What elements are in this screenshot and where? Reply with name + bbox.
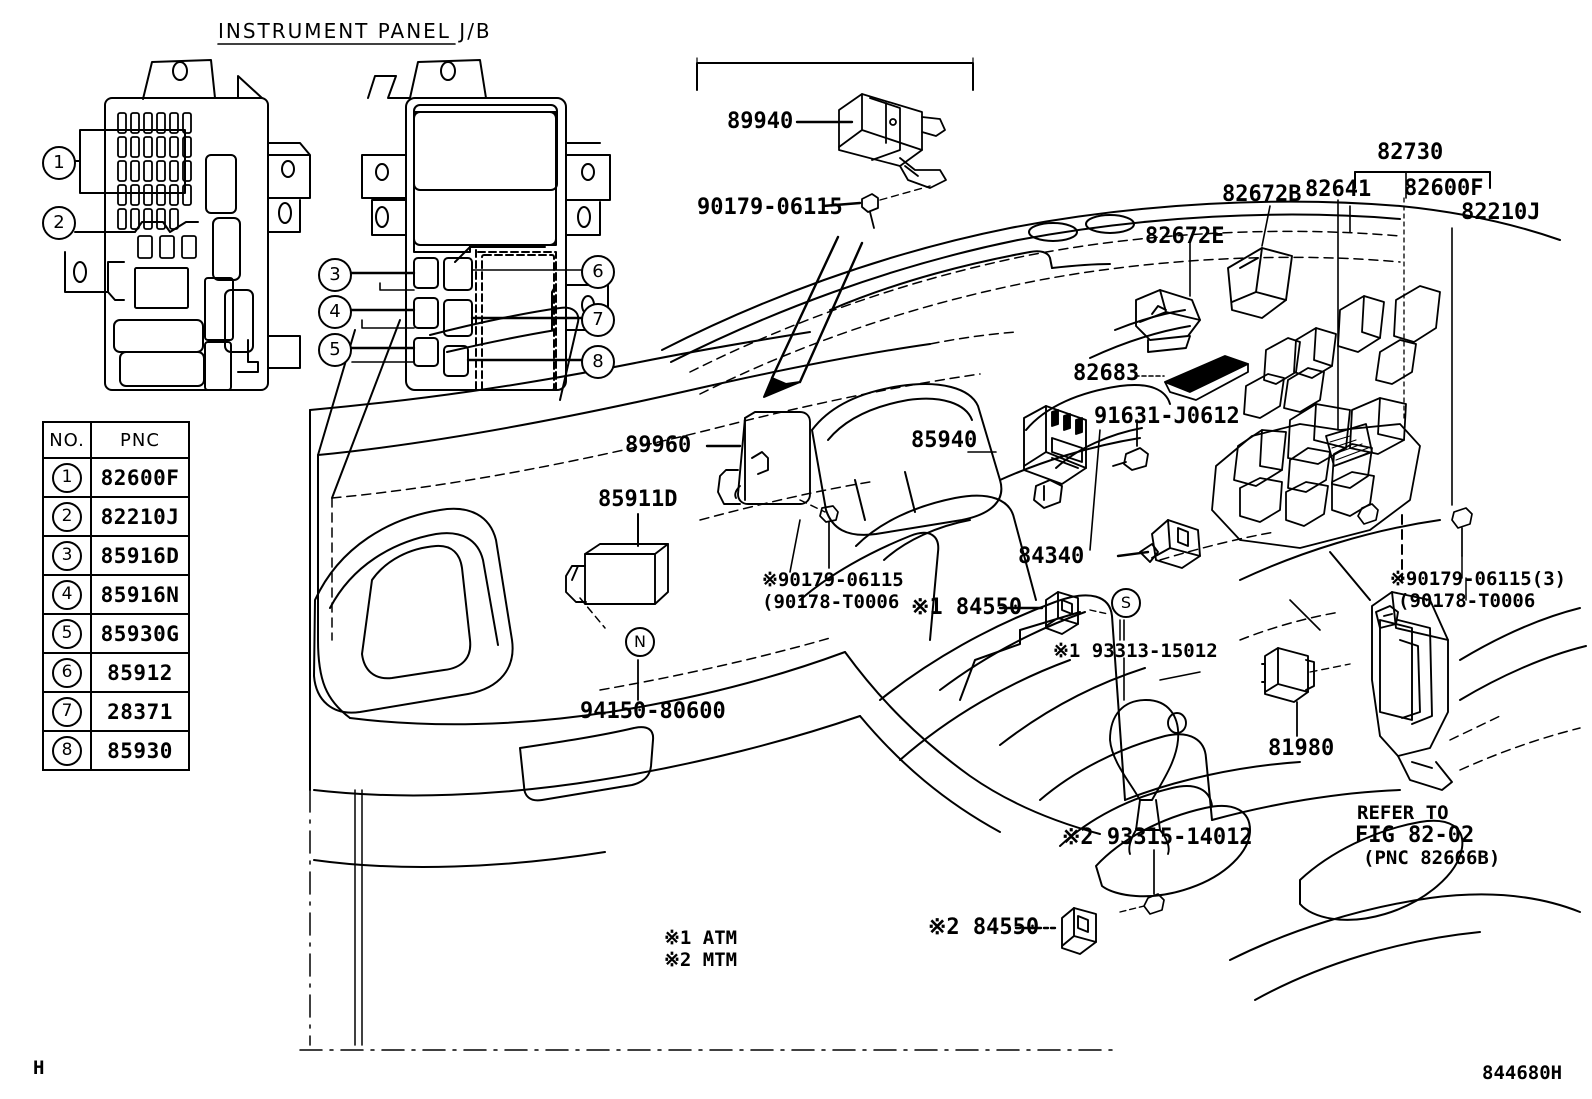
callout-bubble-2[interactable]: 2	[42, 206, 76, 240]
pnc-row-number-badge: 8	[52, 735, 82, 766]
callout-bubble-1[interactable]: 1	[42, 146, 76, 180]
part-label-82210J: 82210J	[1461, 200, 1541, 225]
section-title: INSTRUMENT PANEL J/B	[218, 19, 492, 43]
table-row: 4 85916N	[42, 574, 190, 615]
part-label-84550-mtm: ※2 84550	[928, 915, 1040, 940]
part-label-82600F: 82600F	[1404, 176, 1484, 201]
part-label-81980: 81980	[1268, 736, 1335, 761]
pnc-row-value: 85916D	[90, 535, 190, 576]
part-label-89960: 89960	[625, 433, 692, 458]
pnc-row-number-badge: 3	[52, 540, 82, 571]
part-label-82641: 82641	[1305, 177, 1372, 202]
table-row: 6 85912	[42, 652, 190, 693]
callout-bubble-3[interactable]: 3	[318, 258, 352, 292]
marker-circle-s: S	[1111, 588, 1141, 618]
pnc-row-value: 85916N	[90, 574, 190, 615]
part-label-82730: 82730	[1377, 140, 1444, 165]
callout-bubble-7[interactable]: 7	[581, 303, 615, 337]
pnc-row-no: 7	[42, 691, 92, 732]
part-label-94150-80600: 94150-80600	[580, 699, 726, 724]
pnc-row-number-badge: 2	[52, 501, 82, 532]
pnc-row-number-badge: 1	[52, 462, 82, 493]
part-label-90179-06115-mid-l2: (90178-T0006	[762, 591, 900, 613]
part-label-84550-atm: ※1 84550	[911, 595, 1023, 620]
callout-bubble-4[interactable]: 4	[318, 295, 352, 329]
refer-note-line1: REFER TO	[1357, 802, 1449, 824]
pnc-row-no: 2	[42, 496, 92, 537]
part-label-85911D: 85911D	[598, 487, 678, 512]
pnc-table-header-no: NO.	[42, 421, 92, 459]
pnc-row-value: 82600F	[90, 457, 190, 498]
table-row: 8 85930	[42, 730, 190, 771]
part-label-82683: 82683	[1073, 361, 1140, 386]
part-label-82672B: 82672B	[1222, 182, 1302, 207]
pnc-table-header-pnc: PNC	[90, 421, 190, 459]
table-row: 1 82600F	[42, 457, 190, 498]
marker-circle-n: N	[625, 627, 655, 657]
pnc-row-no: 3	[42, 535, 92, 576]
part-label-85940: 85940	[911, 428, 978, 453]
part-label-90179-06115-right-l1: ※90179-06115(3)	[1390, 568, 1567, 590]
pnc-table-header-row: NO. PNC	[42, 421, 190, 459]
table-row: 2 82210J	[42, 496, 190, 537]
pnc-row-value: 28371	[90, 691, 190, 732]
callout-bubble-5[interactable]: 5	[318, 333, 352, 367]
pnc-row-value: 85912	[90, 652, 190, 693]
pnc-row-no: 1	[42, 457, 92, 498]
refer-note-line2: FIG 82-02	[1355, 823, 1475, 848]
part-label-90179-06115-right-l2: (90178-T0006	[1398, 590, 1536, 612]
part-label-84340: 84340	[1018, 544, 1085, 569]
part-label-82672E: 82672E	[1145, 224, 1225, 249]
pnc-row-value: 82210J	[90, 496, 190, 537]
pnc-row-no: 4	[42, 574, 92, 615]
sheet-code-bottom-right: 844680H	[1482, 1062, 1563, 1084]
sheet-mark-bottom-left: H	[33, 1057, 45, 1079]
part-label-90179-06115-top: 90179-06115	[697, 195, 843, 220]
part-label-90179-06115-mid-l1: ※90179-06115	[762, 569, 904, 591]
legend-line-mtm: ※2 MTM	[664, 949, 738, 971]
legend-line-atm: ※1 ATM	[664, 927, 738, 949]
part-label-91631-J0612: 91631-J0612	[1094, 404, 1240, 429]
table-row: 7 28371	[42, 691, 190, 732]
pnc-row-value: 85930	[90, 730, 190, 771]
pnc-row-no: 8	[42, 730, 92, 771]
callout-bubble-8[interactable]: 8	[581, 345, 615, 379]
pnc-row-number-badge: 7	[52, 696, 82, 727]
pnc-row-number-badge: 4	[52, 579, 82, 610]
callout-bubble-6[interactable]: 6	[581, 255, 615, 289]
pnc-row-value: 85930G	[90, 613, 190, 654]
part-label-93315-14012: ※2 93315-14012	[1062, 825, 1253, 850]
pnc-row-no: 5	[42, 613, 92, 654]
refer-note-line3: (PNC 82666B)	[1363, 847, 1501, 869]
pnc-row-number-badge: 6	[52, 657, 82, 688]
table-row: 3 85916D	[42, 535, 190, 576]
part-label-93313-15012: ※1 93313-15012	[1053, 640, 1218, 662]
part-label-89940: 89940	[727, 109, 794, 134]
pnc-table: NO. PNC 1 82600F 2 82210J 3 85916D 4 859…	[42, 421, 190, 771]
pnc-row-no: 6	[42, 652, 92, 693]
table-row: 5 85930G	[42, 613, 190, 654]
pnc-row-number-badge: 5	[52, 618, 82, 649]
